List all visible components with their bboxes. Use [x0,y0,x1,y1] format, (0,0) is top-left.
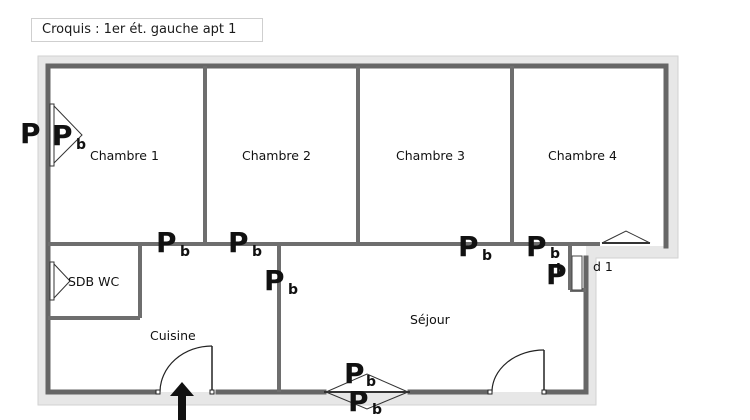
svg-text:b: b [550,246,560,262]
room-label-chambre-4: Chambre 4 [548,148,617,163]
svg-text:b: b [288,282,298,298]
room-label-chambre-1: Chambre 1 [90,148,159,163]
pb-marker: P b [546,258,567,291]
room-label-cuisine: Cuisine [150,328,196,343]
window-sdb-wc [49,261,71,301]
door-cuisine [155,345,215,395]
svg-text:P: P [228,226,249,259]
svg-text:P: P [264,264,285,297]
window-chambre-4 [601,230,651,244]
pb-marker: P b [458,230,492,264]
plan-title: Croquis : 1er ét. gauche apt 1 [31,18,263,42]
svg-text:b: b [180,244,190,260]
d1-panel [571,255,583,291]
svg-text:b: b [76,137,86,153]
pb-marker: P b [526,230,560,263]
svg-text:P: P [458,230,479,263]
svg-text:b: b [366,374,376,390]
room-label-chambre-2: Chambre 2 [242,148,311,163]
d1-label: d 1 [593,259,613,274]
svg-text:b: b [252,244,262,260]
pb-marker: P b [344,357,376,390]
svg-text:P: P [546,258,567,291]
svg-text:b: b [482,248,492,264]
room-label-chambre-3: Chambre 3 [396,148,465,163]
door-sejour [487,349,547,395]
svg-text:P: P [20,117,41,150]
pb-marker: P b [264,264,298,298]
svg-text:P: P [156,226,177,259]
pb-marker: P P b [20,117,86,153]
svg-text:b: b [372,402,382,418]
room-label-sdb-wc: SDB WC [68,274,119,289]
svg-text:P: P [526,230,547,263]
window-sejour [324,373,410,410]
svg-text:P: P [344,357,365,390]
room-label-sejour: Séjour [410,312,451,327]
svg-text:P: P [52,119,73,152]
svg-text:P: P [348,385,369,418]
interior-walls [48,66,600,392]
pb-marker: P b [228,226,262,260]
svg-text:b: b [556,262,566,278]
pb-marker: P b [348,385,382,418]
entrance-arrow-icon [170,382,194,420]
pb-marker: P b [156,226,190,260]
window-chambre-1 [49,103,83,167]
